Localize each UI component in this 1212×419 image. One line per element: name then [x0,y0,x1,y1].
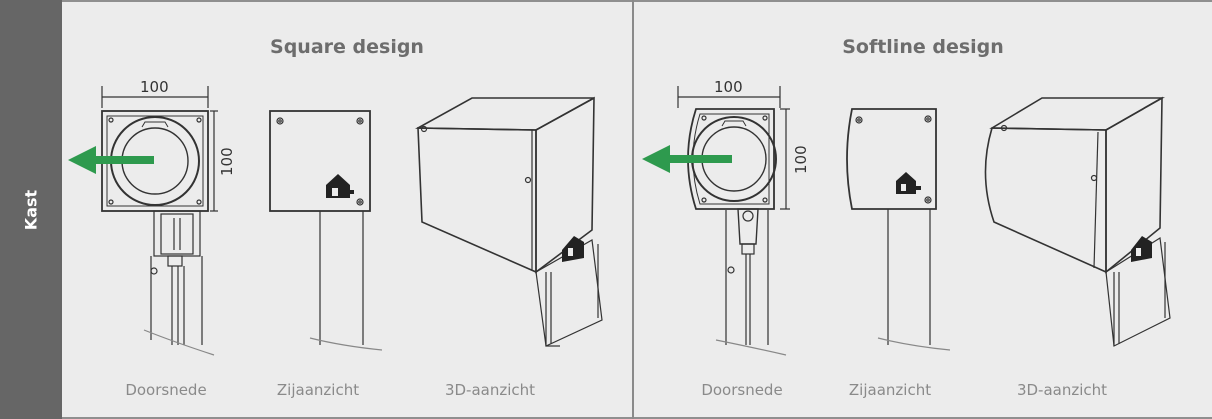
square-cross-section-drawing [101,86,218,356]
green-arrow-icon [68,146,154,174]
house-logo-icon [896,172,921,194]
panel-divider [632,0,634,419]
green-arrow-icon [642,145,732,173]
house-logo-icon [562,236,584,262]
softline-design-panel: Softline design Doorsnede Zijaanzicht 3D… [634,0,1212,419]
category-sidebar: Kast [0,0,62,419]
caption-3d-view: 3D-aanzicht [1016,381,1108,399]
height-dimension: 100 [218,147,236,176]
height-dimension: 100 [792,145,810,174]
square-design-panel: Square design Doorsnede Zijaanzicht 3D-a… [62,0,632,419]
softline-design-drawings: 100 100 [642,78,1171,356]
category-label: Kast [21,189,41,231]
top-border [62,0,1212,2]
softline-cross-section-drawing [677,86,790,356]
square-design-drawings: 100 100 [68,78,603,356]
house-logo-icon [1131,236,1152,262]
caption-side-view: Zijaanzicht [276,381,360,399]
softline-side-view-drawing [846,108,951,351]
panel-title: Square design [270,36,424,58]
softline-3d-view-drawing [984,96,1171,347]
house-logo-icon [326,174,354,198]
bottom-border [62,417,1212,419]
width-dimension: 100 [714,78,743,96]
square-3d-view-drawing [415,96,603,347]
square-side-view-drawing [269,110,383,351]
width-dimension: 100 [140,78,169,96]
caption-cross-section: Doorsnede [701,381,783,399]
caption-side-view: Zijaanzicht [848,381,932,399]
caption-cross-section: Doorsnede [125,381,207,399]
panel-title: Softline design [842,36,1004,58]
caption-3d-view: 3D-aanzicht [444,381,536,399]
